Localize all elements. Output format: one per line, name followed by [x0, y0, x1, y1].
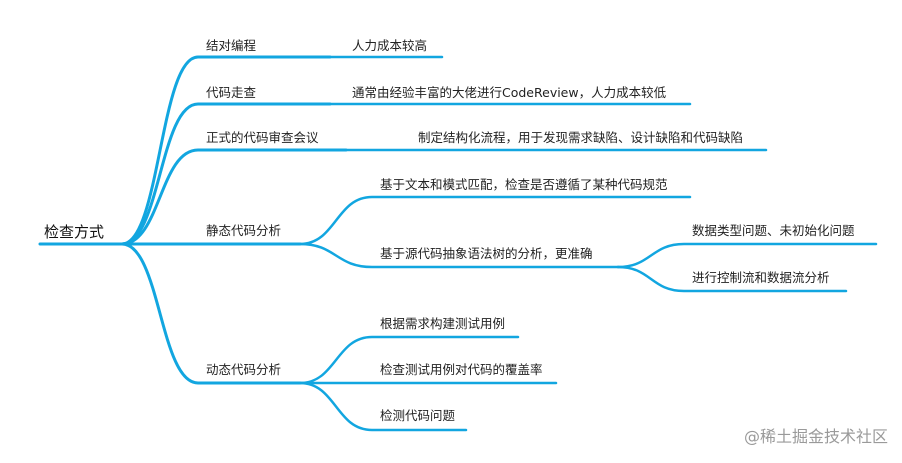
edge-dynamic-detect: [298, 381, 468, 432]
branch-node-static-analysis[interactable]: 静态代码分析: [206, 223, 282, 238]
edge-static-ast: [298, 242, 620, 269]
branch-node-dynamic-analysis[interactable]: 动态代码分析: [206, 362, 282, 377]
leaf-node-test-coverage[interactable]: 检查测试用例对代码的覆盖率: [380, 362, 543, 377]
branch-node-pair-programming[interactable]: 结对编程: [206, 38, 257, 53]
branch-node-formal-review-meeting[interactable]: 正式的代码审查会议: [206, 130, 319, 145]
edge-ast-control-flow: [616, 265, 848, 293]
edge-root-formal-review: [120, 148, 348, 246]
leaf-node-code-walkthrough-detail[interactable]: 通常由经验丰富的大佬进行CodeReview，人力成本较低: [352, 85, 667, 100]
root-node[interactable]: 检查方式: [44, 223, 105, 241]
leaf-node-static-text-pattern[interactable]: 基于文本和模式匹配，检查是否遵循了某种代码规范: [380, 177, 668, 192]
leaf-node-data-type-issues[interactable]: 数据类型问题、未初始化问题: [692, 223, 855, 238]
leaf-node-build-test-cases[interactable]: 根据需求构建测试用例: [380, 316, 506, 331]
branch-node-code-walkthrough[interactable]: 代码走查: [206, 85, 257, 100]
leaf-node-control-data-flow[interactable]: 进行控制流和数据流分析: [692, 270, 830, 285]
edge-root-pair-programming: [120, 55, 332, 246]
leaf-node-pair-programming-cost[interactable]: 人力成本较高: [352, 38, 428, 53]
leaf-node-detect-code-issues[interactable]: 检测代码问题: [380, 408, 456, 423]
edge-static-text-pattern: [298, 195, 692, 246]
watermark: @稀土掘金技术社区: [743, 427, 888, 446]
edge-ast-data-type: [616, 242, 878, 269]
edge-root-dynamic-analysis: [120, 242, 302, 385]
node-static-ast-analysis[interactable]: 基于源代码抽象语法树的分析，更准确: [380, 246, 593, 261]
leaf-node-formal-review-detail[interactable]: 制定结构化流程，用于发现需求缺陷、设计缺陷和代码缺陷: [418, 130, 744, 145]
edge-dynamic-build-tests: [298, 335, 520, 385]
edge-root-code-walkthrough: [120, 102, 332, 246]
